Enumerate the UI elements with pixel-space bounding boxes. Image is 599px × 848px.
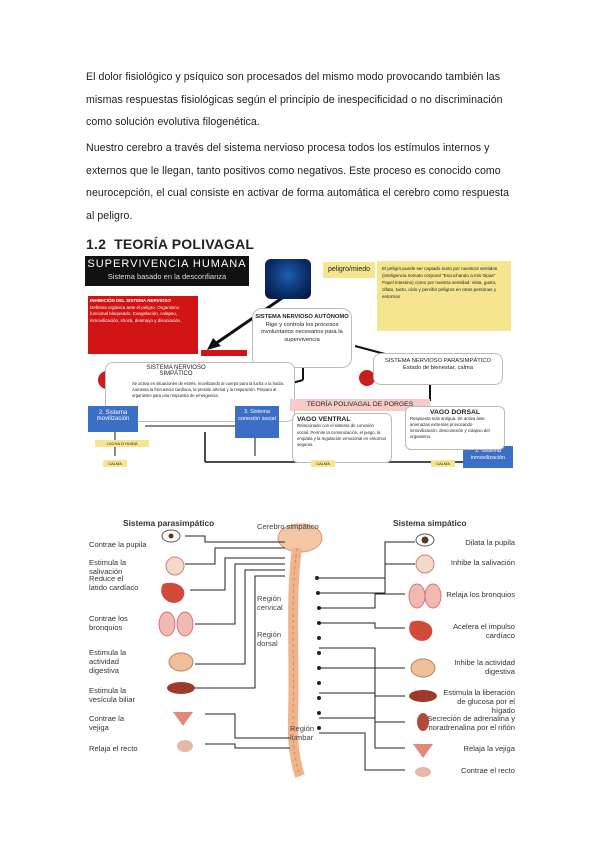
rectum-icon: [177, 740, 193, 752]
sympathetic-header: Sistema simpático: [393, 518, 467, 528]
section-heading: 1.2 TEORÍA POLIVAGAL: [86, 236, 254, 252]
parasympathetic-box: SISTEMA NERVIOSO PARASIMPÁTICO Estado de…: [373, 353, 503, 385]
kidney-icon: [417, 713, 429, 731]
ventral-vagus-box: VAGO VENTRAL Relacionado con el sistema …: [292, 413, 392, 463]
sympathetic-title: SISTEMA NERVIOSO SIMPÁTICO: [146, 365, 206, 377]
paragraph-line: al peligro.: [86, 209, 133, 222]
paragraph-line: neurocepción, el cual consiste en activa…: [86, 187, 510, 199]
sympathetic-organs: [408, 533, 442, 777]
region-label: Región lumbar: [290, 724, 315, 742]
paragraph-line: Nuestro cerebro a través del sistema ner…: [86, 142, 490, 154]
autonomic-text: Rige y controla los procesos involuntari…: [261, 321, 343, 343]
lung-icon: [176, 611, 194, 637]
lung-icon: [158, 611, 176, 637]
stomach-icon: [168, 652, 194, 672]
ventral-text: Relacionado con el sistema de conexión s…: [297, 423, 387, 448]
autonomic-nervous-system-figure: Sistema parasimpático Sistema simpático …: [85, 518, 515, 780]
dorsal-vagus-box: VAGO DORSAL Respuesta más antigua. Se ac…: [405, 406, 505, 450]
arrow-line: [354, 345, 386, 355]
small-label: CALMA: [311, 460, 335, 467]
inhibition-text: Defensa orgánica ante el peligro. Organi…: [90, 304, 182, 323]
para-label: Estimula la actividad digestiva: [89, 648, 127, 675]
parasympathetic-header: Sistema parasimpático: [123, 518, 215, 528]
region-label: Región dorsal: [257, 630, 282, 648]
parasympathetic-nerves: [185, 535, 290, 749]
stage-social-connection: 3. Sistema conexión social: [235, 406, 279, 438]
lung-icon: [408, 583, 426, 609]
paragraph-line: mismas respuestas fisiológicas según el …: [86, 93, 503, 106]
danger-text-box: El peligro puede ser captado tanto por n…: [377, 261, 511, 331]
polyvagal-theory-label: TEORÍA POLIVAGAL DE PORGES: [290, 399, 430, 411]
stage-immobilization: 1. Sistema inmovilización: [463, 446, 513, 468]
para-label: Contrae los bronquios: [89, 614, 128, 632]
simp-label: Contrae el recto: [460, 766, 515, 775]
simp-label: Inhibe la actividad digestiva: [454, 658, 515, 676]
inhibition-box: INHIBICIÓN DEL SISTEMA NERVIOSO Defensa …: [88, 296, 198, 354]
bladder-icon: [173, 712, 193, 726]
bladder-icon: [413, 744, 433, 758]
arrow-line: [214, 294, 286, 346]
simp-label: Dilata la pupila: [465, 538, 515, 547]
sympathetic-nerves: [319, 541, 415, 771]
ventral-title: VAGO VENTRAL: [297, 416, 351, 423]
brain-image: [265, 259, 311, 299]
vertebrae-line: [292, 547, 301, 777]
dorsal-text: Respuesta más antigua. Se activa ante am…: [410, 416, 490, 440]
simp-label: Acelera el impulso cardíaco: [452, 622, 515, 640]
stage-mobilization: 2. Sistema movilización: [88, 406, 138, 432]
diagram-subtitle: Sistema basado en la desconfianza: [107, 272, 227, 281]
paragraph-line: El dolor fisiológico y psíquico son proc…: [86, 71, 501, 83]
simp-label: Inhibe la salivación: [450, 558, 515, 567]
arrow-head: [207, 338, 221, 350]
paragraph-line: como solución evolutiva filogenética.: [86, 116, 260, 128]
salivary-gland-icon: [165, 556, 185, 576]
liver-icon: [167, 682, 195, 694]
para-label: Estimula la salivación: [89, 558, 127, 576]
simp-label: Secreción de adrenalina y noradrenalina …: [427, 714, 515, 732]
autonomic-box: SISTEMA NERVIOSO AUTÓNOMO Rige y control…: [252, 308, 352, 368]
simp-label: Relaja los bronquios: [446, 590, 515, 599]
parasympathetic-title: SISTEMA NERVIOSO PARASIMPÁTICO: [384, 358, 492, 364]
inhibition-title: INHIBICIÓN DEL SISTEMA NERVIOSO: [90, 298, 171, 303]
salivary-gland-icon: [415, 554, 435, 574]
heart-icon: [359, 370, 375, 386]
lung-icon: [424, 583, 442, 609]
para-label: Reduce el latido cardíaco: [89, 574, 139, 592]
para-label: Contrae la vejiga: [89, 714, 125, 732]
small-label: CALMA: [103, 460, 127, 467]
region-label: Región cervical: [257, 594, 283, 612]
simp-label: Estimula la liberación de glucosa por el…: [443, 688, 515, 715]
diagram-title-text: SUPERVIVENCIA HUMANA: [87, 258, 247, 270]
small-label: LUCHA O HUIDA: [95, 440, 149, 447]
section-number: 1.2: [86, 236, 107, 252]
diagram-title: SUPERVIVENCIA HUMANA Sistema basado en l…: [85, 256, 249, 286]
polyvagal-diagram: SUPERVIVENCIA HUMANA Sistema basado en l…: [85, 256, 515, 468]
ganglion-chain: [315, 576, 321, 730]
parasympathetic-text: Estado de bienestar, calma: [403, 365, 473, 372]
danger-label: peligro/miedo: [323, 262, 375, 278]
sympathetic-text: Se activa en situaciones de estrés, movi…: [132, 381, 285, 399]
paragraph-1: El dolor fisiológico y psíquico son proc…: [86, 66, 518, 134]
stomach-icon: [410, 658, 436, 678]
paragraph-2: Nuestro cerebro a través del sistema ner…: [86, 137, 518, 227]
simp-label: Relaja la vejiga: [463, 744, 516, 753]
ans-illustration: [158, 523, 442, 778]
red-bar: [201, 350, 247, 356]
small-label: CALMA: [431, 460, 455, 467]
heart-icon: [161, 582, 185, 603]
para-label: Estimula la vesícula biliar: [89, 686, 136, 704]
liver-icon: [409, 690, 437, 702]
autonomic-title: SISTEMA NERVIOSO AUTÓNOMO: [255, 314, 349, 320]
rectum-icon: [415, 767, 431, 777]
para-label: Contrae la pupila: [89, 540, 147, 549]
center-label: Cerebro simpático: [257, 522, 319, 531]
parasympathetic-organs: [158, 529, 195, 752]
heart-icon: [409, 620, 433, 641]
paragraph-line: externos que le llegan, tanto positivos …: [86, 164, 501, 177]
section-title: TEORÍA POLIVAGAL: [114, 236, 255, 252]
dorsal-title: VAGO DORSAL: [429, 409, 481, 416]
pupil-icon: [421, 536, 429, 544]
para-label: Relaja el recto: [89, 744, 138, 753]
pupil-icon: [168, 533, 174, 539]
